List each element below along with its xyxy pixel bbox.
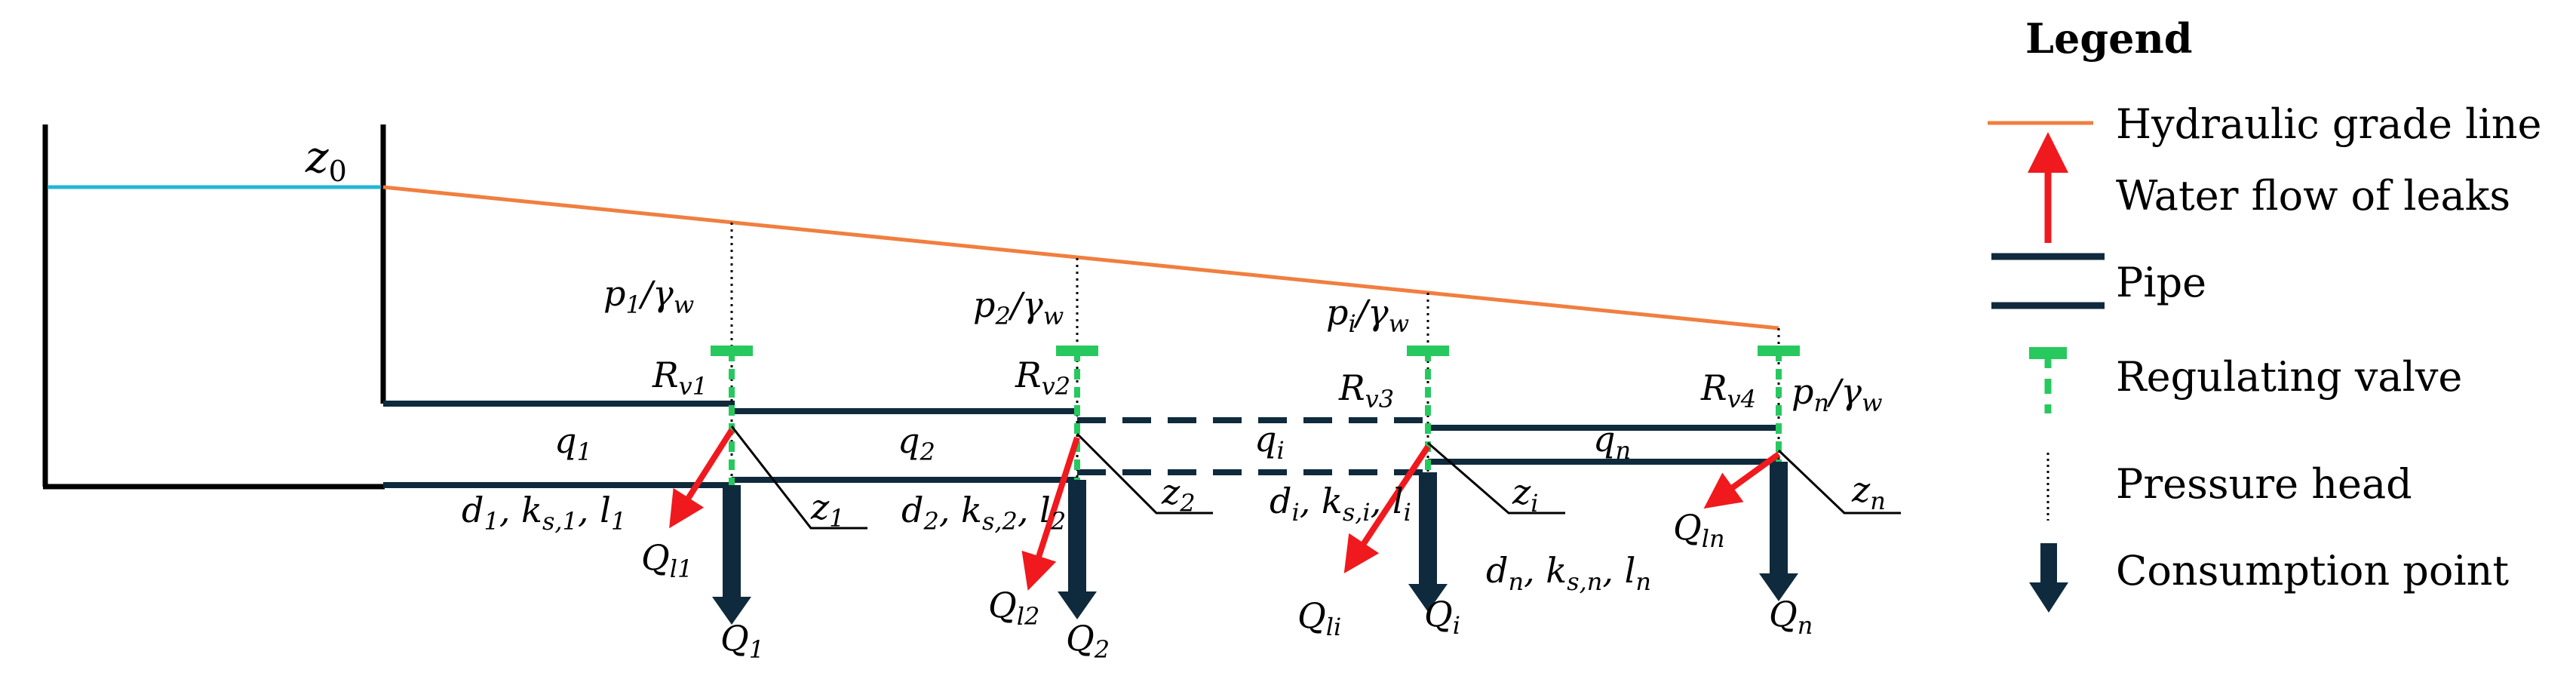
leak-flow-label: Qln <box>1673 507 1725 553</box>
leak-arrow <box>1703 451 1781 509</box>
pipe-flow-label: qi <box>1254 419 1285 465</box>
legend: Legend Hydraulic grade line Water flow o… <box>1988 14 2541 613</box>
pipes <box>383 401 1779 488</box>
pipe-flow-label: q2 <box>898 420 935 466</box>
regulating-valve <box>711 346 753 485</box>
pressure-head-label: p2/γw <box>973 284 1064 330</box>
consumption-label: Q1 <box>720 618 764 664</box>
node-elevation-label: z2 <box>1161 472 1196 518</box>
legend-valve-swatch <box>2029 347 2067 413</box>
pressure-head-label: pi/γw <box>1326 292 1409 338</box>
consumption-arrow <box>1058 480 1097 619</box>
regulating-valve <box>1407 346 1449 472</box>
consumption-arrow <box>1408 472 1448 612</box>
legend-label-hgl: Hydraulic grade line <box>2116 100 2541 148</box>
pipe-flow-label: qn <box>1593 419 1631 465</box>
leak-flow-label: Ql1 <box>641 537 692 583</box>
legend-label-consumption: Consumption point <box>2116 547 2509 595</box>
pressure-head-label: p1/γw <box>603 273 694 319</box>
consumption-label: Qn <box>1769 594 1813 640</box>
node-elevation-label: zi <box>1512 472 1538 518</box>
consumption-label: Qi <box>1424 594 1460 640</box>
leak-flow-label: Ql2 <box>988 585 1039 631</box>
legend-label-pipe: Pipe <box>2116 259 2206 306</box>
elevation-leader <box>1777 449 1901 515</box>
elevation-leader <box>1427 441 1565 515</box>
leak-flow-label: Qli <box>1297 595 1341 641</box>
pipe-properties-label: di, ks,i, li <box>1270 481 1411 527</box>
node-elevation-label: z1 <box>810 487 845 533</box>
valve-resistance-label: Rv3 <box>1338 367 1394 413</box>
leak-arrow <box>669 428 735 529</box>
valve-resistance-label: Rv2 <box>1015 355 1070 401</box>
legend-consumption-swatch <box>2029 543 2068 613</box>
legend-title: Legend <box>2025 14 2192 63</box>
legend-label-pressure: Pressure head <box>2116 460 2412 508</box>
reservoir: z0 <box>42 124 386 490</box>
legend-label-valve: Regulating valve <box>2116 353 2462 401</box>
pressure-head-label: pn/γw <box>1792 371 1882 417</box>
pipe-properties-label: d2, ks,2, l2 <box>901 490 1066 536</box>
pipe-properties-label: d1, ks,1, l1 <box>462 490 626 536</box>
elevation-leader <box>730 426 867 530</box>
consumption-label: Q2 <box>1066 618 1110 664</box>
elevation-leader <box>1076 432 1213 515</box>
leak-arrow <box>1021 436 1080 591</box>
reservoir-elevation-label: z0 <box>305 131 347 188</box>
pipe-flow-label: q1 <box>554 420 592 466</box>
consumption-arrow <box>712 485 751 625</box>
consumption-arrow <box>1759 462 1798 601</box>
hydraulic-grade-line <box>382 185 1779 330</box>
valve-resistance-label: Rv1 <box>652 355 708 401</box>
leak-arrow <box>1343 444 1431 574</box>
legend-label-leak: Water flow of leaks <box>2116 172 2510 220</box>
pipe-properties-label: dn, ks,n, ln <box>1486 550 1651 596</box>
regulating-valve <box>1056 346 1098 480</box>
valve-resistance-label: Rv4 <box>1700 367 1756 413</box>
regulating-valve <box>1758 346 1800 462</box>
node-elevation-label: zn <box>1851 469 1886 515</box>
